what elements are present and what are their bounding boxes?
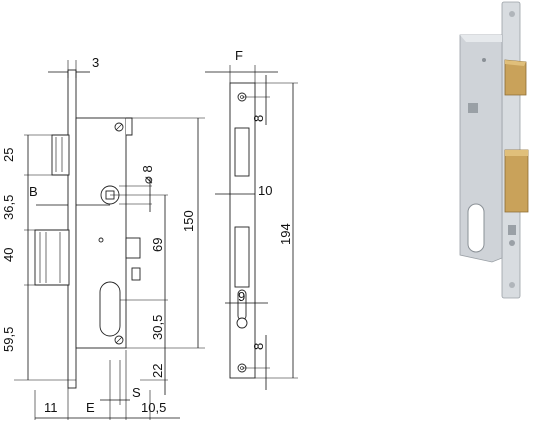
latch-opening <box>234 127 250 177</box>
dim-bottom-screw-8: 8 <box>251 343 266 350</box>
dim-bottom-S: S <box>132 385 141 400</box>
bolt-opening <box>234 226 250 288</box>
dim-left-59-5: 59,5 <box>1 327 16 352</box>
dim-150: 150 <box>181 210 196 232</box>
cylinder-cutout <box>99 281 121 337</box>
dim-thickness: 3 <box>92 55 99 70</box>
faceplate-side <box>67 69 77 389</box>
dim-hole-diameter: ⌀ 8 <box>140 165 155 184</box>
body-dimensions: 3 25 36,5 40 59,5 B ⌀ 8 69 150 30,5 <box>1 55 205 420</box>
dim-194: 194 <box>278 223 293 245</box>
dim-backset-letter: B <box>29 184 38 199</box>
screw-slot <box>115 123 123 131</box>
dim-latch-10: 10 <box>258 183 272 198</box>
case-tab <box>125 237 141 259</box>
dim-left-25: 25 <box>1 148 16 162</box>
dim-faceplate-F: F <box>235 48 243 63</box>
dim-left-40: 40 <box>1 248 16 262</box>
cylinder-slot <box>237 289 247 321</box>
dim-bottom-10-5: 10,5 <box>141 400 166 415</box>
dim-top-screw-8: 8 <box>251 115 266 122</box>
case-tab-lower <box>131 267 141 281</box>
latch-bolt-detail <box>55 137 63 172</box>
dim-9: 9 <box>238 289 245 304</box>
dim-69: 69 <box>150 238 165 252</box>
faceplate-front-view <box>229 82 256 379</box>
lock-body-view <box>34 69 141 389</box>
dim-bottom-11: 11 <box>44 400 58 415</box>
latch-bolt <box>51 134 70 176</box>
dim-22: 22 <box>150 364 165 378</box>
dead-bolt <box>34 229 70 286</box>
case-notch <box>126 117 133 136</box>
dim-left-36-5: 36,5 <box>1 195 16 220</box>
dim-bottom-E: E <box>86 400 95 415</box>
screw-slot <box>115 336 123 344</box>
dead-bolt-detail <box>39 232 61 283</box>
cylinder-screw <box>236 317 248 329</box>
dim-30-5: 30,5 <box>150 315 165 340</box>
case-hole <box>98 237 104 243</box>
faceplate-dimensions: F 194 8 10 9 8 <box>205 48 298 390</box>
mortise-lock-photo <box>459 1 529 299</box>
